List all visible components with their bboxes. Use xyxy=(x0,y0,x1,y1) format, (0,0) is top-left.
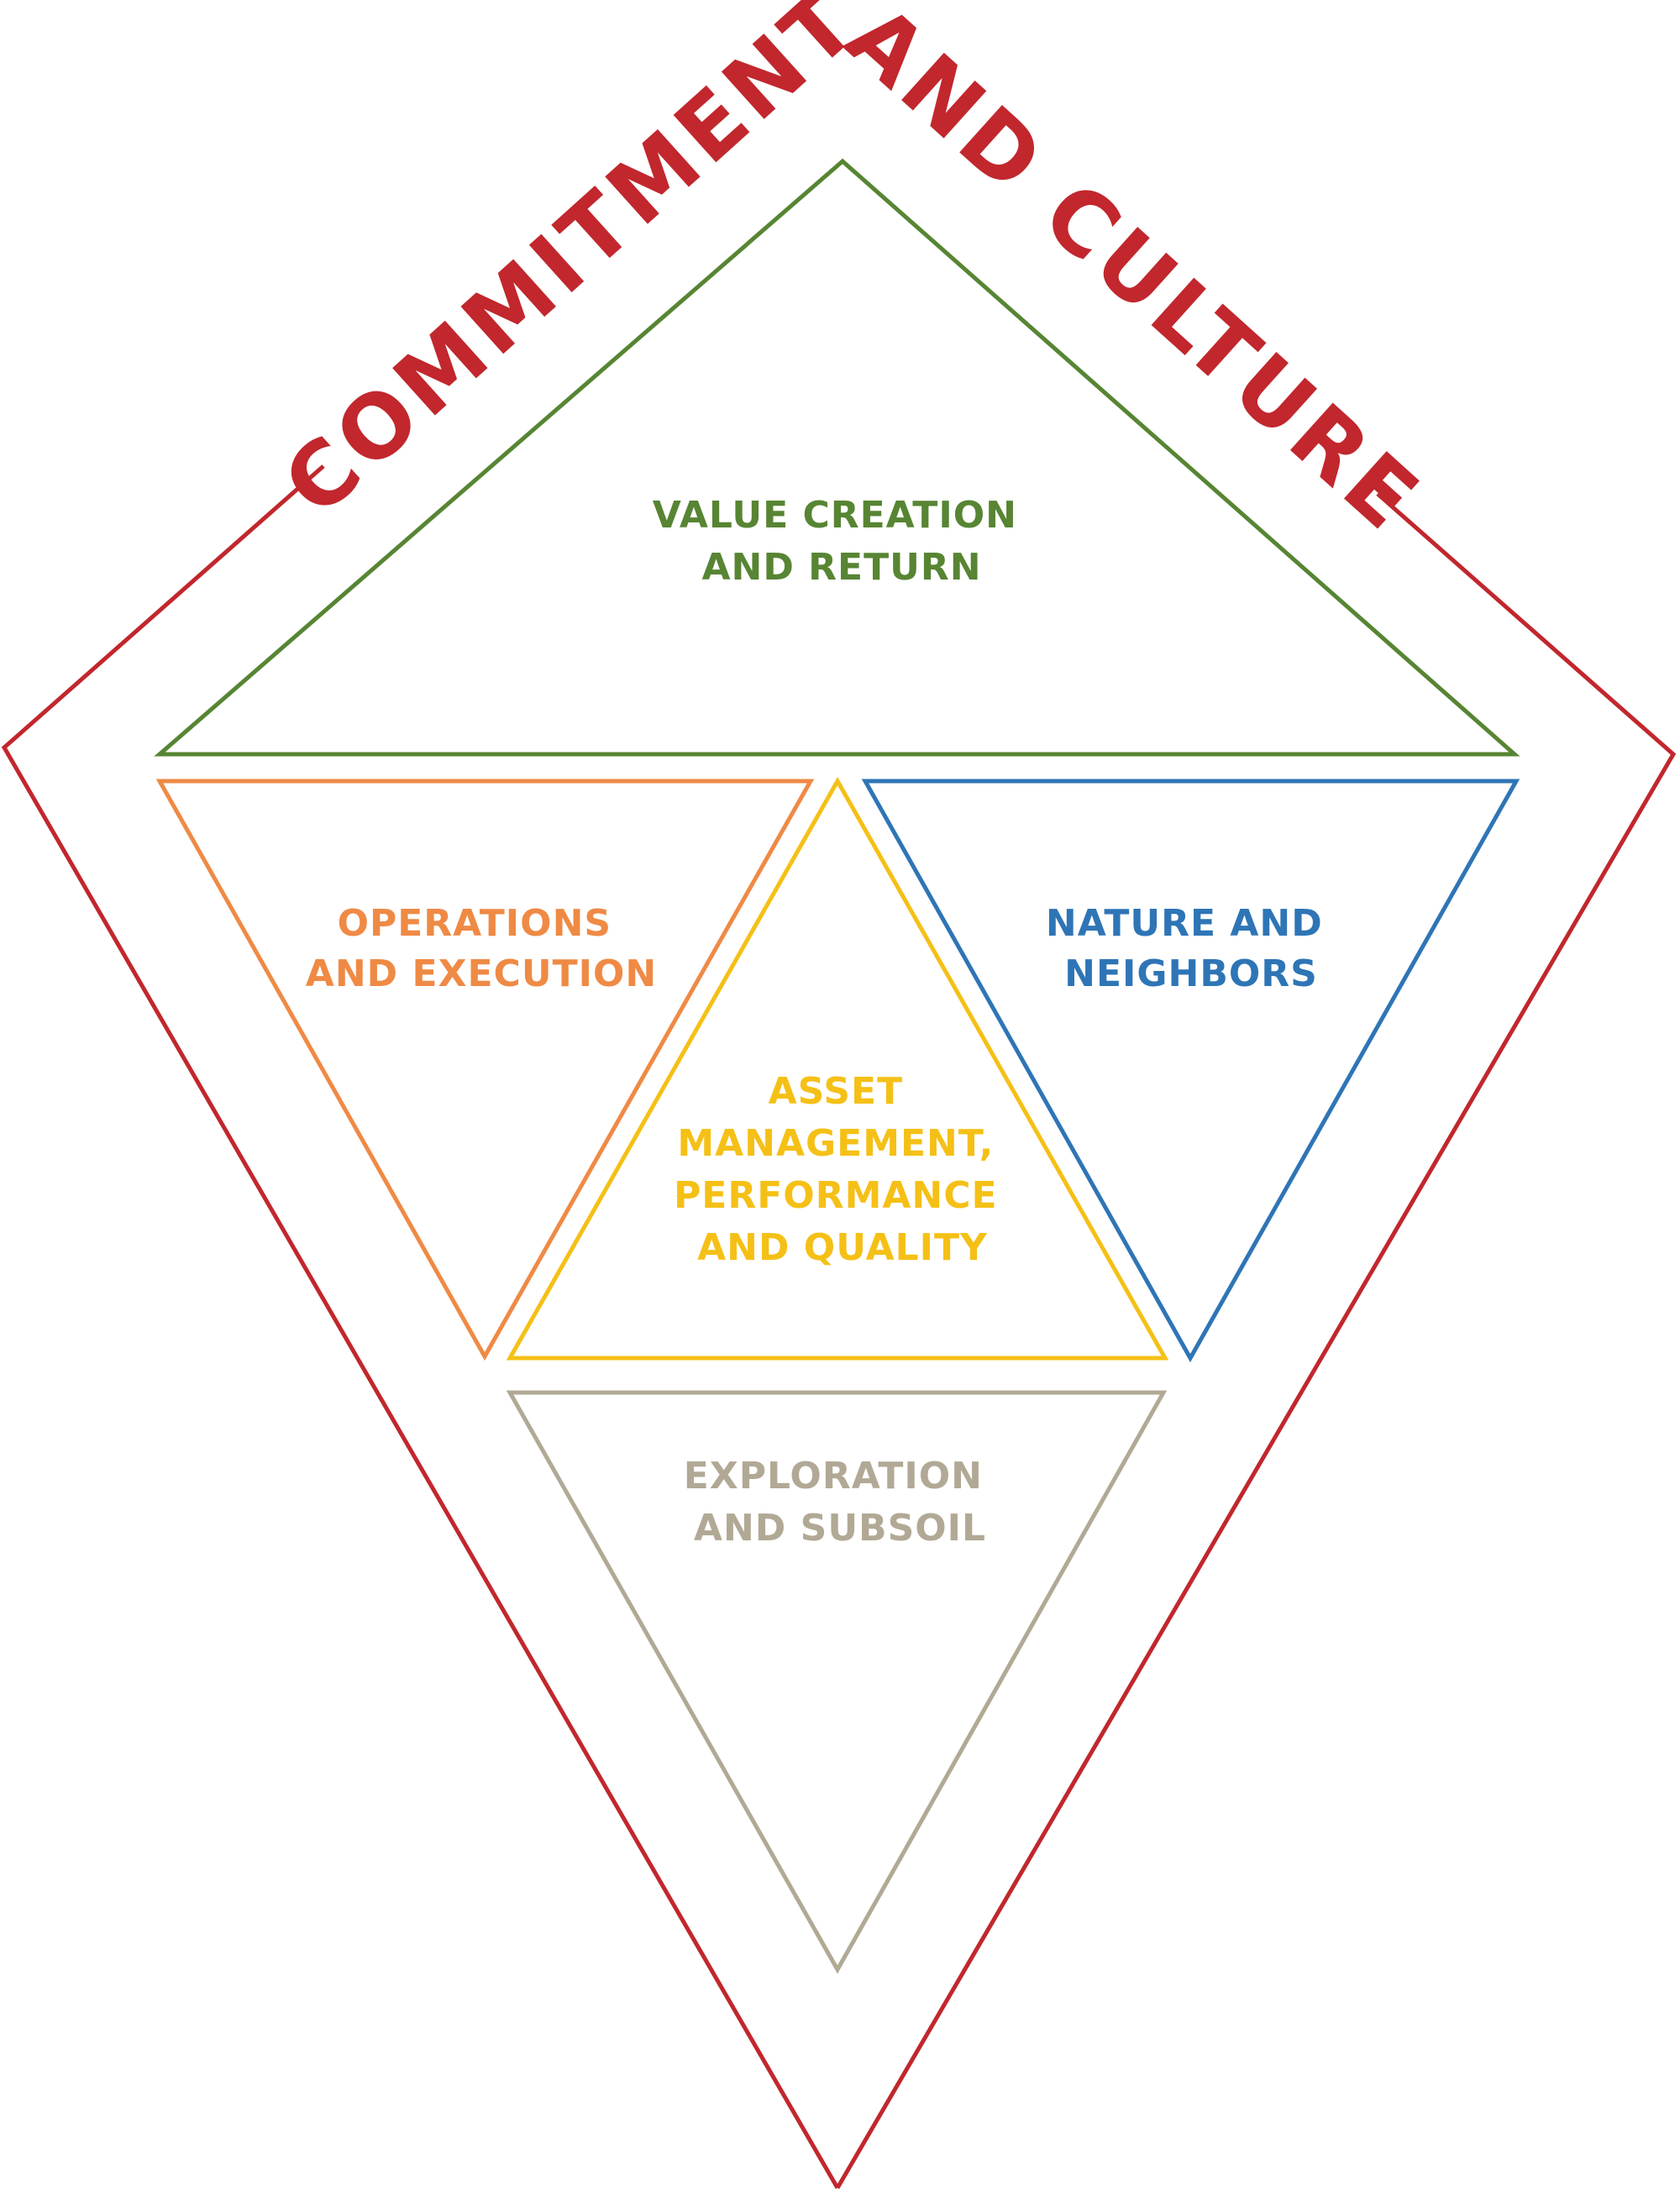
value-creation-triangle xyxy=(154,158,1520,757)
nature-neighbors-triangle xyxy=(861,779,1520,1363)
exploration-line-2: AND SUBSOIL xyxy=(694,1507,986,1550)
operations-label: OPERATIONS AND EXECUTION xyxy=(306,902,657,995)
asset-management-line-3: PERFORMANCE xyxy=(674,1174,998,1217)
outer-frame-left-edge xyxy=(1,464,840,2190)
exploration-line-1: EXPLORATION xyxy=(684,1455,983,1498)
exploration-label: EXPLORATION AND SUBSOIL xyxy=(684,1455,997,1550)
and-culture-label: AND CULTURE xyxy=(827,0,1441,552)
operations-triangle xyxy=(155,779,815,1361)
asset-management-line-2: MANAGEMENT, xyxy=(677,1122,994,1165)
nature-neighbors-line-1: NATURE AND xyxy=(1046,902,1323,945)
commitment-label: COMMITMENT xyxy=(264,0,878,536)
asset-management-triangle xyxy=(506,776,1169,1361)
operations-line-1: OPERATIONS xyxy=(338,902,612,945)
frame-label-right: AND CULTURE xyxy=(827,0,1441,552)
outer-frame-right-edge xyxy=(835,492,1677,2190)
exploration-triangle xyxy=(506,1390,1168,1975)
nature-neighbors-line-2: NEIGHBORS xyxy=(1064,952,1318,995)
asset-management-line-1: ASSET xyxy=(769,1070,904,1113)
asset-management-line-4: AND QUALITY xyxy=(697,1226,988,1269)
nature-neighbors-label: NATURE AND NEIGHBORS xyxy=(1046,902,1336,995)
operations-line-2: AND EXECUTION xyxy=(306,952,657,995)
value-creation-line-1: VALUE CREATION xyxy=(653,494,1017,537)
value-creation-label: VALUE CREATION AND RETURN xyxy=(653,494,1032,589)
value-creation-line-2: AND RETURN xyxy=(701,546,981,589)
frame-label-left: COMMITMENT xyxy=(264,0,878,536)
asset-management-label: ASSET MANAGEMENT, PERFORMANCE AND QUALIT… xyxy=(674,1070,1011,1269)
